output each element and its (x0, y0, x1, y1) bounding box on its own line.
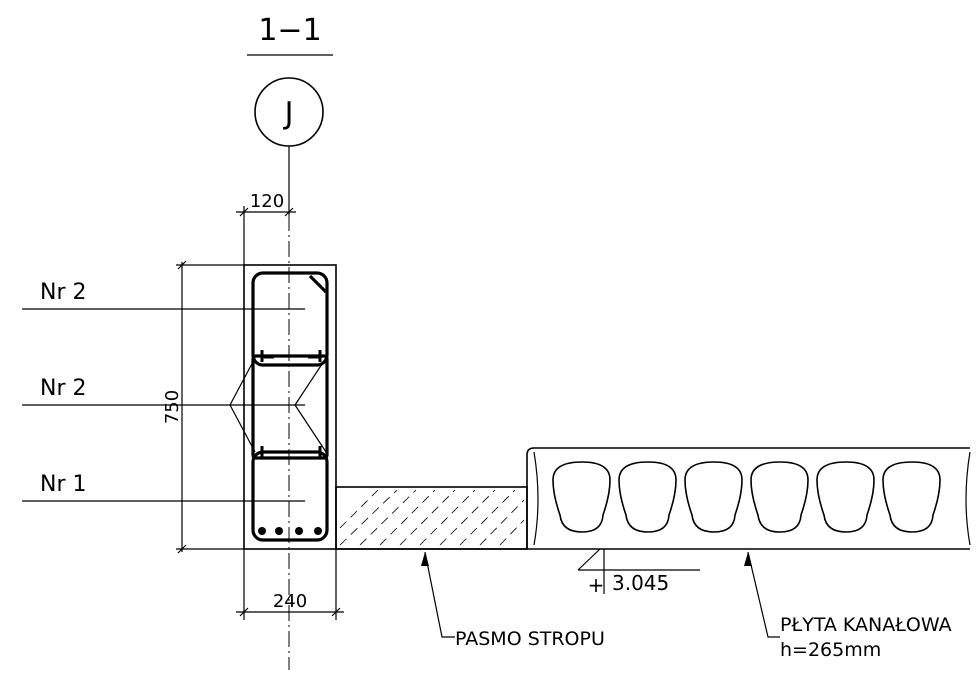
callout-bar-middle-label: Nr 2 (40, 376, 87, 401)
callout-bar-middle: Nr 2 (22, 357, 327, 453)
axis-bubble-label: J (283, 96, 294, 131)
slab-strip-leader: PASMO STROPU (421, 551, 605, 650)
stirrup-middle (251, 354, 329, 460)
slab-strip-label: PASMO STROPU (455, 628, 605, 650)
hollow-core-leader: PŁYTA KANAŁOWA h=265mm (744, 551, 952, 661)
slab-cores (552, 461, 941, 533)
level-plus-sign: + (588, 573, 605, 597)
callout-bar-bottom-label: Nr 1 (40, 472, 87, 497)
callout-bar-bottom: Nr 1 (22, 472, 305, 502)
level-mark: + 3.045 (577, 548, 700, 597)
top-width-label: 120 (250, 191, 284, 212)
beam-outline (243, 264, 337, 550)
slab-strip (335, 486, 528, 550)
bottom-width-dimension: 240 (236, 549, 344, 620)
callout-bar-top-label: Nr 2 (40, 280, 87, 305)
level-value: 3.045 (612, 571, 669, 595)
bottom-width-label: 240 (273, 591, 307, 612)
stirrup-top (251, 271, 329, 367)
top-width-dimension: 120 (236, 191, 296, 265)
hollow-core-label: PŁYTA KANAŁOWA (780, 614, 952, 636)
hollow-core-slab (336, 447, 971, 550)
height-label: 750 (162, 390, 183, 424)
stirrup-bottom (251, 450, 329, 542)
height-dimension: 750 (162, 260, 244, 554)
bottom-bars (258, 527, 322, 535)
stirrup-hooks (260, 350, 322, 458)
slab-height-label: h=265mm (780, 639, 881, 661)
section-title: 1−1 (258, 13, 321, 48)
callout-bar-top: Nr 2 (22, 280, 305, 310)
